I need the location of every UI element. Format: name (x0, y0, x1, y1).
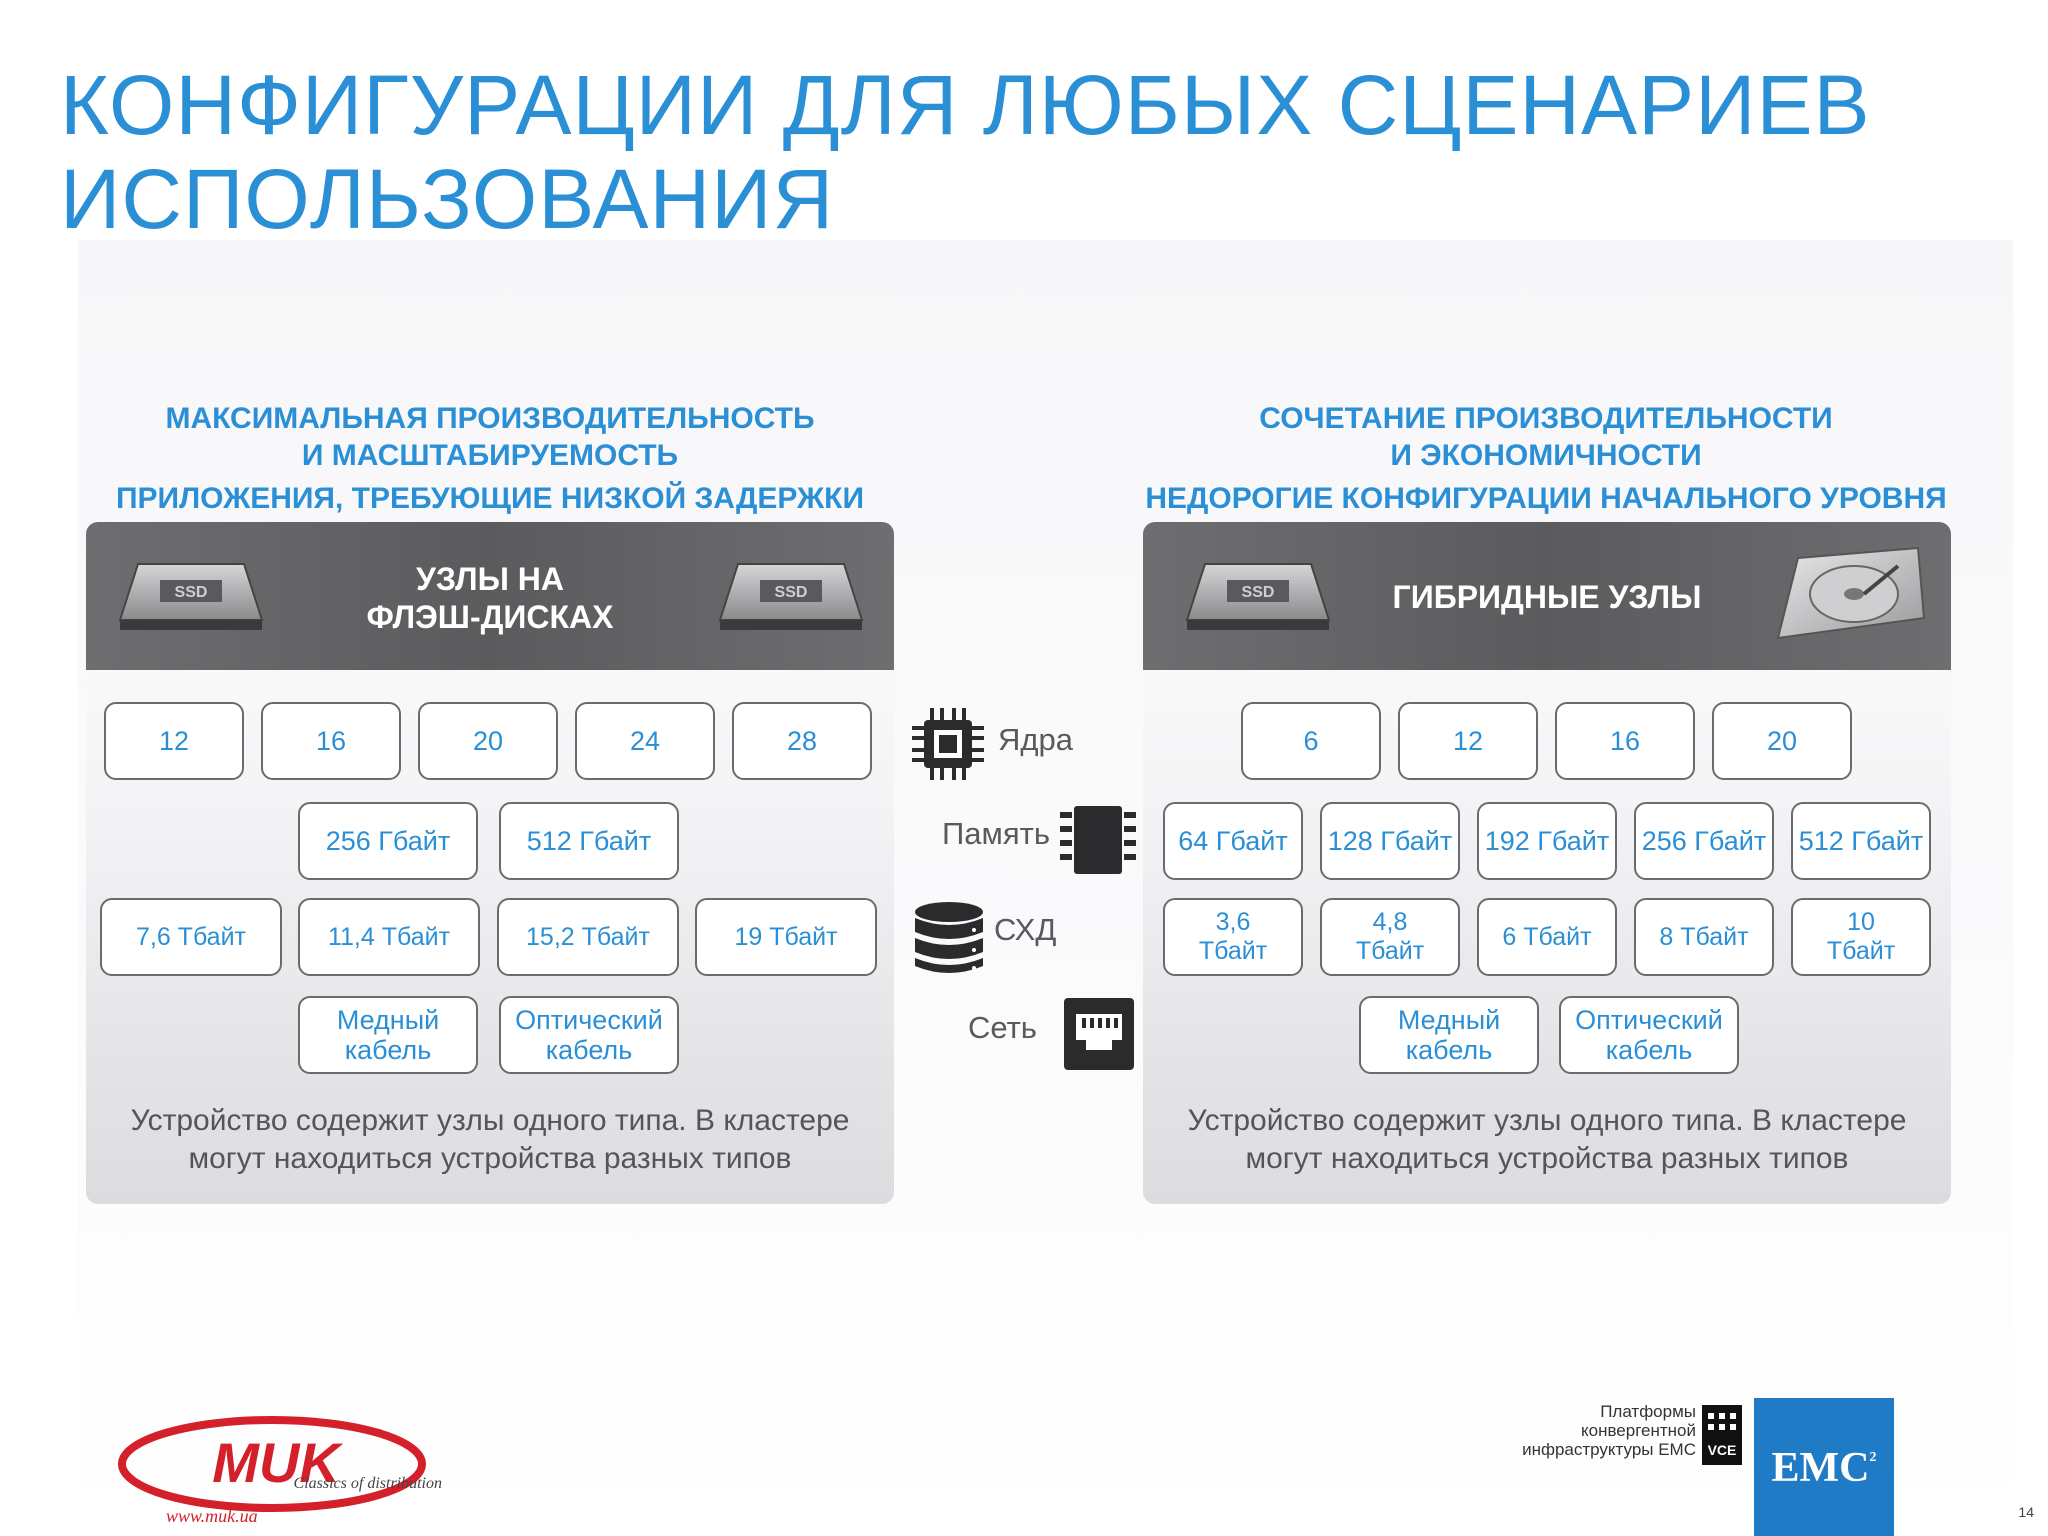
storage-option[interactable]: 3,6 Тбайт (1163, 898, 1303, 976)
network-option-line-2: кабель (1405, 1035, 1493, 1065)
network-option-line-1: Оптический (515, 1005, 663, 1035)
storage-option[interactable]: 19 Тбайт (695, 898, 877, 976)
storage-option-line-2: Тбайт (1355, 937, 1425, 965)
storage-option-line-1: 10 (1847, 908, 1875, 936)
storage-option-line-2: Тбайт (1198, 937, 1268, 965)
core-option[interactable]: 6 (1241, 702, 1381, 780)
hybrid-nodes-card: SSD ГИБРИДНЫЕ УЗЛЫ 6 12 16 20 64 Гбайт 1… (1143, 522, 1951, 1204)
flash-nodes-card-header: SSD УЗЛЫ НА ФЛЭШ-ДИСКАХ SSD (86, 522, 894, 670)
legend-memory-label: Память (942, 816, 1050, 851)
core-option[interactable]: 20 (418, 702, 558, 780)
storage-option[interactable]: 15,2 Тбайт (497, 898, 679, 976)
storage-option[interactable]: 4,8 Тбайт (1320, 898, 1460, 976)
vce-logo-text: VCE (1708, 1442, 1737, 1458)
muk-url: www.muk.ua (166, 1506, 258, 1526)
ssd-icon: SSD (1185, 563, 1331, 630)
memory-option[interactable]: 128 Гбайт (1320, 802, 1460, 880)
flash-nodes-title-line-1: УЗЛЫ НА (415, 561, 565, 597)
right-heading: СОЧЕТАНИЕ ПРОИЗВОДИТЕЛЬНОСТИ И ЭКОНОМИЧН… (1142, 400, 1950, 474)
network-option-line-1: Оптический (1575, 1005, 1723, 1035)
network-option-line-2: кабель (1605, 1035, 1693, 1065)
ssd-icon: SSD (118, 563, 264, 630)
memory-option[interactable]: 256 Гбайт (298, 802, 478, 880)
right-subheading: НЕДОРОГИЕ КОНФИГУРАЦИИ НАЧАЛЬНОГО УРОВНЯ (1145, 482, 1947, 515)
storage-option-line-2: Тбайт (1826, 937, 1896, 965)
memory-option[interactable]: 512 Гбайт (1791, 802, 1931, 880)
core-option[interactable]: 12 (1398, 702, 1538, 780)
ssd-icon: SSD (718, 563, 864, 630)
muk-slogan: Classics of distribution (294, 1475, 442, 1492)
memory-option[interactable]: 192 Гбайт (1477, 802, 1617, 880)
vce-caption-line-1: Платформы (1600, 1402, 1696, 1421)
memory-option[interactable]: 512 Гбайт (499, 802, 679, 880)
storage-option[interactable]: 7,6 Тбайт (100, 898, 282, 976)
storage-option[interactable]: 10 Тбайт (1791, 898, 1931, 976)
storage-option[interactable]: 11,4 Тбайт (298, 898, 480, 976)
muk-logo-text: MUK (212, 1431, 343, 1494)
network-option-copper[interactable]: Медный кабель (298, 996, 478, 1074)
hybrid-nodes-note: Устройство содержит узлы одного типа. В … (1187, 1104, 1907, 1175)
core-option[interactable]: 16 (261, 702, 401, 780)
network-option-optical[interactable]: Оптический кабель (1559, 996, 1739, 1074)
core-option[interactable]: 20 (1712, 702, 1852, 780)
core-option[interactable]: 24 (575, 702, 715, 780)
vce-caption-line-3: инфраструктуры EMC (1522, 1440, 1696, 1459)
cpu-icon (912, 708, 984, 780)
vce-caption: Платформы конвергентной инфраструктуры E… (1520, 1402, 1696, 1459)
database-icon (915, 902, 983, 973)
emc-logo-text: EMC (1771, 1445, 1870, 1491)
hybrid-nodes-card-header: SSD ГИБРИДНЫЕ УЗЛЫ (1143, 522, 1951, 670)
memory-option[interactable]: 256 Гбайт (1634, 802, 1774, 880)
legend-network-label: Сеть (968, 1010, 1037, 1045)
vce-caption-line-2: конвергентной (1580, 1421, 1696, 1440)
right-heading-line-1: СОЧЕТАНИЕ ПРОИЗВОДИТЕЛЬНОСТИ (1259, 402, 1833, 435)
ethernet-port-icon (1064, 998, 1134, 1070)
core-option[interactable]: 16 (1555, 702, 1695, 780)
svg-text:SSD: SSD (1242, 584, 1275, 601)
core-option[interactable]: 28 (732, 702, 872, 780)
left-heading-line-2: И МАСШТАБИРУЕМОСТЬ (301, 439, 679, 472)
hybrid-nodes-title: ГИБРИДНЫЕ УЗЛЫ (1392, 579, 1702, 615)
core-option[interactable]: 12 (104, 702, 244, 780)
legend-cores-label: Ядра (998, 722, 1073, 757)
page-number: 14 (2018, 1504, 2034, 1520)
flash-nodes-note: Устройство содержит узлы одного типа. В … (130, 1104, 850, 1175)
svg-text:SSD: SSD (175, 584, 208, 601)
flash-nodes-title: УЗЛЫ НА ФЛЭШ-ДИСКАХ (86, 560, 894, 636)
title-line-1: КОНФИГУРАЦИИ ДЛЯ ЛЮБЫХ СЦЕНАРИЕВ (60, 58, 1871, 152)
title-line-2: ИСПОЛЬЗОВАНИЯ (60, 152, 835, 246)
storage-option[interactable]: 8 Тбайт (1634, 898, 1774, 976)
flash-nodes-card: SSD УЗЛЫ НА ФЛЭШ-ДИСКАХ SSD 12 16 20 24 … (86, 522, 894, 1204)
right-heading-line-2: И ЭКОНОМИЧНОСТИ (1390, 439, 1702, 472)
muk-logo: MUK Classics of distribution www.muk.ua (118, 1416, 442, 1526)
vce-logo: VCE (1702, 1405, 1742, 1465)
left-subheading: ПРИЛОЖЕНИЯ, ТРЕБУЮЩИЕ НИЗКОЙ ЗАДЕРЖКИ (115, 482, 865, 515)
hard-drive-icon (1776, 546, 1926, 640)
network-option-line-2: кабель (344, 1035, 432, 1065)
storage-option[interactable]: 6 Тбайт (1477, 898, 1617, 976)
storage-option-line-1: 4,8 (1372, 908, 1408, 936)
svg-text:SSD: SSD (775, 584, 808, 601)
network-option-line-1: Медный (336, 1005, 440, 1035)
memory-chip-icon (1060, 806, 1136, 874)
left-heading: МАКСИМАЛЬНАЯ ПРОИЗВОДИТЕЛЬНОСТЬ И МАСШТА… (86, 400, 894, 474)
network-option-copper[interactable]: Медный кабель (1359, 996, 1539, 1074)
legend-storage-label: СХД (994, 912, 1057, 947)
flash-nodes-title-line-2: ФЛЭШ-ДИСКАХ (366, 599, 614, 635)
left-heading-line-1: МАКСИМАЛЬНАЯ ПРОИЗВОДИТЕЛЬНОСТЬ (165, 402, 815, 435)
network-option-line-1: Медный (1397, 1005, 1501, 1035)
page-title: КОНФИГУРАЦИИ ДЛЯ ЛЮБЫХ СЦЕНАРИЕВ ИСПОЛЬЗ… (60, 58, 1871, 246)
memory-option[interactable]: 64 Гбайт (1163, 802, 1303, 880)
storage-option-line-1: 3,6 (1215, 908, 1251, 936)
network-option-optical[interactable]: Оптический кабель (499, 996, 679, 1074)
network-option-line-2: кабель (545, 1035, 633, 1065)
